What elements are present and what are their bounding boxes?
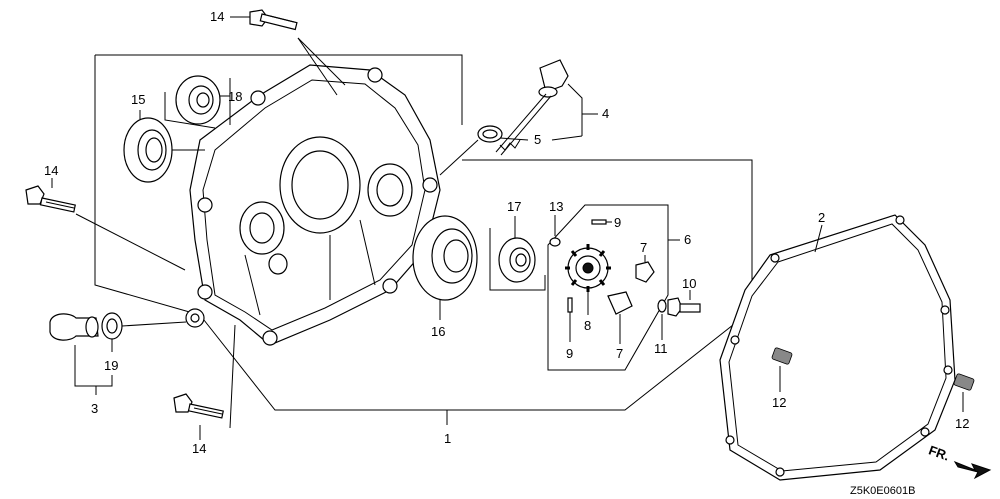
callout-17: 17 xyxy=(507,199,521,214)
callout-12-left: 12 xyxy=(772,395,786,410)
callout-8: 8 xyxy=(584,318,591,333)
dipstick-4 xyxy=(495,59,598,156)
callout-10: 10 xyxy=(682,276,696,291)
bolt-14-bottom xyxy=(173,324,236,440)
callout-11: 11 xyxy=(654,341,668,356)
callout-5: 5 xyxy=(534,132,541,147)
callout-7-upper: 7 xyxy=(640,240,647,255)
callout-16: 16 xyxy=(431,324,445,339)
case-cover xyxy=(185,64,441,346)
callout-14-bottom: 14 xyxy=(192,441,206,456)
bolt-14-top xyxy=(230,9,346,96)
callout-labels: 1 2 3 4 5 6 7 7 8 9 9 10 11 12 12 13 14 … xyxy=(44,9,969,497)
callout-12-right: 12 xyxy=(955,416,969,431)
o-ring-5 xyxy=(439,125,529,176)
governor-assembly-6 xyxy=(547,204,680,371)
callout-4: 4 xyxy=(602,106,609,121)
callout-1: 1 xyxy=(444,431,451,446)
front-arrow-icon xyxy=(953,460,992,480)
drain-plug-3 xyxy=(49,312,187,395)
bearing-18 xyxy=(164,75,231,129)
callout-14-left: 14 xyxy=(44,163,58,178)
bearing-17 xyxy=(489,216,546,291)
callout-15: 15 xyxy=(131,92,145,107)
dowel-pin-12-left xyxy=(771,347,793,392)
bolt-10 xyxy=(667,290,701,317)
callout-13: 13 xyxy=(549,199,563,214)
bearing-15 xyxy=(123,110,205,183)
callout-2: 2 xyxy=(818,210,825,225)
callout-9-upper: 9 xyxy=(614,215,621,230)
gasket-2 xyxy=(719,214,956,481)
bearing-16 xyxy=(412,215,478,320)
case-cover-group-outline xyxy=(94,54,753,425)
callout-14-top: 14 xyxy=(210,9,224,24)
callout-9-lower: 9 xyxy=(566,346,573,361)
callout-7-lower: 7 xyxy=(616,346,623,361)
callout-3: 3 xyxy=(91,401,98,416)
dowel-pin-12-right xyxy=(953,373,975,412)
callout-18: 18 xyxy=(228,89,242,104)
callout-6: 6 xyxy=(684,232,691,247)
callout-19: 19 xyxy=(104,358,118,373)
washer-11 xyxy=(657,299,667,340)
diagram-code: Z5K0E0601B xyxy=(850,485,915,497)
bolt-14-left xyxy=(25,178,186,271)
front-marker-label: FR. xyxy=(927,442,952,463)
